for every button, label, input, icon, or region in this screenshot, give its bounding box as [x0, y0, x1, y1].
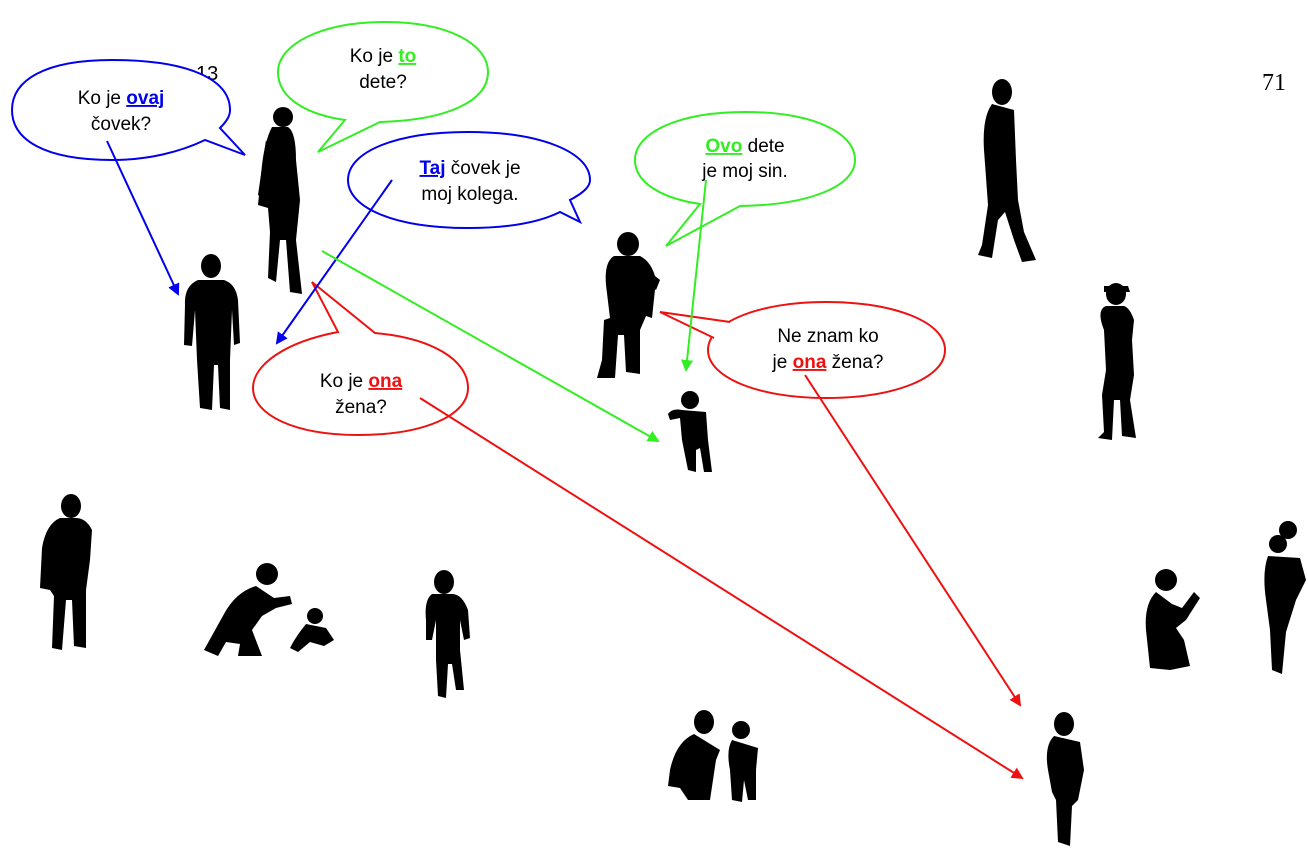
bubble-ona-left-line2: žena? [335, 397, 387, 418]
page-number: 71 [1262, 70, 1286, 96]
arrow-to-to-child [321, 250, 660, 442]
bubble-ona-right: Ne znam ko je ona žena? [659, 300, 947, 400]
silhouette-man-cap [1098, 283, 1136, 440]
arrow-ovaj-to-man [106, 140, 180, 296]
arrow-ona-right-to-woman [804, 374, 1022, 707]
bubble-ovo-line1: Ovo dete [705, 136, 784, 157]
bubble-ovaj-line1: Ko je ovaj [78, 88, 165, 109]
bubble-ona-right-line1: Ne znam ko [777, 326, 878, 347]
bubble-ona-left: Ko je ona žena? [251, 281, 470, 437]
bubble-ovaj-line2: čovek? [91, 114, 151, 135]
arrow-ovo-to-child [681, 179, 707, 372]
bubble-taj-line2: moj kolega. [421, 184, 518, 205]
silhouette-man-left [184, 254, 240, 410]
silhouette-man-backpack [40, 494, 92, 650]
silhouette-man-walking-bottom [425, 570, 470, 698]
arrow-ona-left-to-woman [419, 397, 1024, 780]
silhouette-woman-target [1046, 712, 1084, 846]
silhouette-child-center [668, 391, 712, 472]
bubble-ona-right-line2: je ona žena? [772, 352, 884, 373]
bubble-to-line2: dete? [359, 72, 407, 93]
silhouette-adult-crouching-child [204, 563, 334, 656]
bubble-ovo: Ovo dete je moj sin. [633, 110, 857, 247]
bubble-taj-line1: Taj čovek je [419, 158, 520, 179]
silhouette-man-center [597, 232, 660, 378]
bubble-ovo-line2: je moj sin. [701, 161, 788, 182]
bubble-to: Ko je to dete? [276, 20, 490, 153]
bubble-taj: Taj čovek je moj kolega. [346, 130, 592, 230]
arrow-taj-to-man [275, 179, 393, 345]
silhouette-woman-walking [978, 79, 1036, 262]
silhouette-adult-holding-child [1264, 521, 1306, 674]
bubble-ona-left-line1: Ko je ona [320, 371, 403, 392]
bubble-to-line1: Ko je to [350, 46, 417, 67]
bubble-ovaj: Ko je ovaj čovek? [10, 58, 246, 162]
silhouette-man-crouching [1145, 569, 1200, 670]
silhouette-woman-top [258, 107, 302, 294]
silhouette-adult-with-child-bottom [668, 710, 758, 802]
